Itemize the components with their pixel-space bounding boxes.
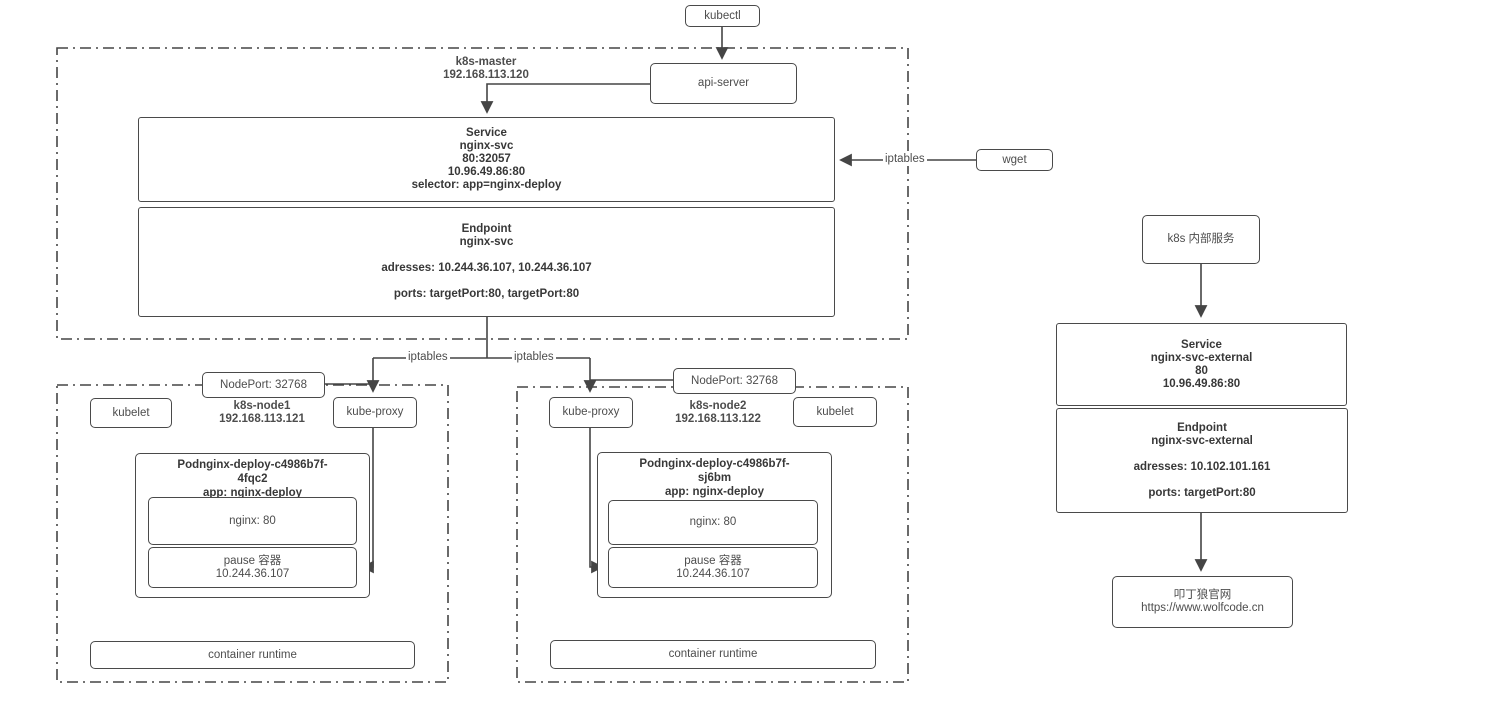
master-service-node: Service nginx-svc 80:32057 10.96.49.86:8… (138, 117, 835, 202)
master-group-border (56, 47, 909, 340)
node1-nginx-container: nginx: 80 (148, 497, 357, 545)
kubectl-label: kubectl (704, 9, 741, 22)
node1-pause-label: pause 容器 (223, 554, 282, 567)
node2-title: k8s-node2 192.168.113.122 (658, 400, 778, 426)
node2-kube-proxy-label: kube-proxy (562, 406, 620, 418)
node2-container-runtime: container runtime (550, 640, 876, 669)
node2-nodeport-label: NodePort: 32768 (691, 374, 778, 387)
wget-node: wget (976, 149, 1053, 171)
iptables-label-wget: iptables (883, 153, 927, 166)
master-endpoint-node: Endpoint nginx-svc adresses: 10.244.36.1… (138, 207, 835, 317)
api-server-node: api-server (650, 63, 797, 104)
node1-pod-name-line2: 4fqc2 (237, 473, 268, 485)
node2-kube-proxy: kube-proxy (549, 397, 633, 428)
node1-pod-title: Podnginx-deploy-c4986b7f- 4fqc2 app: ngi… (136, 458, 369, 500)
node1-kube-proxy: kube-proxy (333, 397, 417, 428)
external-service-cluster-ip: 10.96.49.86:80 (1162, 377, 1241, 390)
iptables-label-node1: iptables (406, 351, 450, 364)
wget-label: wget (1002, 153, 1027, 166)
node2-nodeport: NodePort: 32768 (673, 368, 796, 394)
node2-pod-title: Podnginx-deploy-c4986b7f- sj6bm app: ngi… (598, 457, 831, 499)
node2-kubelet: kubelet (793, 397, 877, 427)
node1-name: k8s-node1 (233, 400, 291, 412)
node1-nodeport: NodePort: 32768 (202, 372, 325, 398)
node1-ip: 192.168.113.121 (219, 413, 305, 425)
external-service-node: Service nginx-svc-external 80 10.96.49.8… (1056, 323, 1347, 406)
kubectl-node: kubectl (685, 5, 760, 27)
node2-name: k8s-node2 (689, 400, 747, 412)
service-title: Service (466, 127, 507, 139)
node2-pause-label: pause 容器 (684, 554, 742, 567)
node2-pause-container: pause 容器 10.244.36.107 (608, 547, 818, 588)
website-name: 叩丁狼官网 (1173, 589, 1232, 601)
internal-service-node: k8s 内部服务 (1142, 215, 1260, 264)
node1-nodeport-label: NodePort: 32768 (220, 378, 307, 391)
node1-group-border (56, 384, 449, 683)
node1-nginx-label: nginx: 80 (229, 514, 276, 527)
node1-kubelet-label: kubelet (112, 406, 150, 419)
node1-pod-app-label: app: nginx-deploy (202, 487, 303, 499)
endpoint-name: nginx-svc (459, 236, 514, 248)
node2-nginx-label: nginx: 80 (689, 516, 737, 528)
external-service-ports: 80 (1195, 364, 1208, 377)
external-endpoint-name: nginx-svc-external (1151, 434, 1253, 447)
node1-container-runtime: container runtime (90, 641, 415, 669)
node1-pod-name-line1: Podnginx-deploy-c4986b7f- (177, 459, 328, 471)
apiserver-to-service-arrow (480, 83, 650, 114)
iptables-label-node2: iptables (512, 351, 556, 364)
service-name: nginx-svc (459, 140, 514, 152)
node2-group-border (516, 386, 909, 683)
website-url: https://www.wolfcode.cn (1141, 602, 1264, 614)
service-selector: selector: app=nginx-deploy (411, 179, 562, 191)
node2-container-runtime-label: container runtime (668, 648, 758, 660)
node2-pod-name-line1: Podnginx-deploy-c4986b7f- (639, 458, 790, 470)
node1-pause-container: pause 容器 10.244.36.107 (148, 547, 357, 588)
master-ip: 192.168.113.120 (443, 69, 529, 81)
node2-pause-ip: 10.244.36.107 (676, 567, 750, 580)
node2-ip: 192.168.113.122 (675, 413, 761, 425)
endpoint-ports: ports: targetPort:80, targetPort:80 (393, 288, 580, 300)
website-node: 叩丁狼官网 https://www.wolfcode.cn (1112, 576, 1293, 628)
node1-pause-ip: 10.244.36.107 (215, 567, 290, 580)
node2-pod-name-line2: sj6bm (697, 472, 732, 484)
service-cluster-ip: 10.96.49.86:80 (447, 166, 526, 178)
node2-pod-app-label: app: nginx-deploy (664, 486, 765, 498)
endpoint-title: Endpoint (461, 223, 512, 235)
external-endpoint-node: Endpoint nginx-svc-external adresses: 10… (1056, 408, 1348, 513)
internal-service-label: k8s 内部服务 (1167, 233, 1235, 245)
external-service-name: nginx-svc-external (1150, 351, 1253, 364)
external-service-title: Service (1181, 338, 1222, 351)
node2-nginx-container: nginx: 80 (608, 500, 818, 545)
api-server-label: api-server (697, 77, 750, 89)
node1-title: k8s-node1 192.168.113.121 (202, 400, 322, 426)
master-title: k8s-master 192.168.113.120 (426, 56, 546, 82)
external-endpoint-ports: ports: targetPort:80 (1148, 486, 1256, 499)
node2-kubelet-label: kubelet (816, 405, 854, 418)
master-name: k8s-master (455, 56, 517, 68)
endpoint-addresses: adresses: 10.244.36.107, 10.244.36.107 (381, 262, 592, 274)
node1-container-runtime-label: container runtime (208, 648, 297, 661)
node1-kubelet: kubelet (90, 398, 172, 428)
service-ports: 80:32057 (462, 153, 511, 165)
external-endpoint-title: Endpoint (1177, 421, 1227, 434)
node1-kube-proxy-label: kube-proxy (346, 406, 404, 418)
external-endpoint-addresses: adresses: 10.102.101.161 (1133, 460, 1271, 473)
